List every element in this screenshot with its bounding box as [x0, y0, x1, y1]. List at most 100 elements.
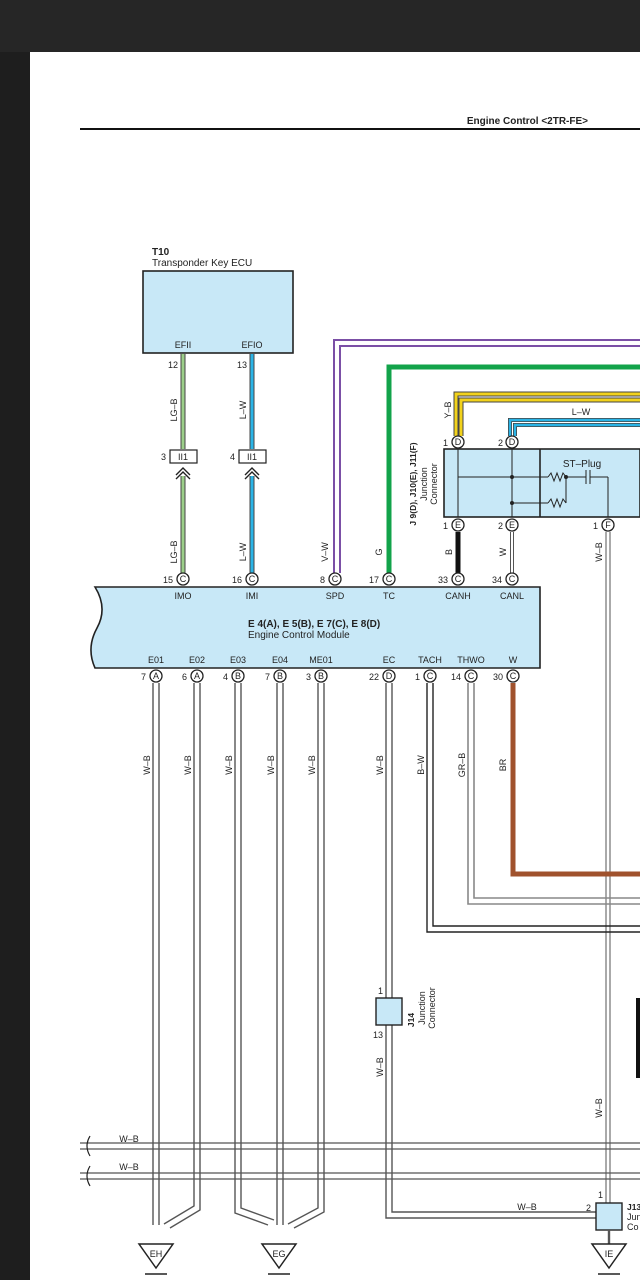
bus-wb-1 — [80, 1142, 640, 1150]
wire-lw-right — [508, 418, 640, 436]
svg-text:A: A — [194, 671, 200, 681]
jconn-node-2 — [510, 501, 514, 505]
j13-line2: Co — [627, 1222, 639, 1232]
wire-vw — [333, 339, 640, 573]
svg-text:E04: E04 — [272, 655, 288, 665]
svg-text:E: E — [509, 520, 515, 530]
svg-text:C: C — [509, 574, 516, 584]
svg-text:17: 17 — [369, 575, 379, 585]
page-title: Engine Control <2TR-FE> — [467, 116, 588, 127]
ecm-bottom-pin: C 14 THWO — [451, 655, 485, 683]
svg-text:D: D — [509, 437, 516, 447]
jconn-node-1 — [510, 475, 514, 479]
svg-text:C: C — [386, 574, 393, 584]
ii1-connector-a: II1 — [169, 449, 198, 480]
wire-label-wb-j13: W–B — [517, 1202, 537, 1212]
svg-text:C: C — [427, 671, 434, 681]
t10-pin2-name: EFIO — [241, 340, 262, 350]
ground-eh: EH — [137, 1243, 175, 1275]
svg-text:THWO: THWO — [457, 655, 485, 665]
wire-label-bw: B–W — [416, 755, 426, 775]
jconn-bot2-no: 2 — [498, 521, 503, 531]
jconn-ids: J 9(D), J10(E), J11(F) — [408, 442, 418, 525]
svg-text:C: C — [332, 574, 339, 584]
wire-label-yb: Y–B — [443, 401, 453, 418]
svg-text:34: 34 — [492, 575, 502, 585]
t10-box — [142, 270, 294, 354]
wire-label-wb-me01: W–B — [307, 755, 317, 775]
wire-wb-grounds — [152, 683, 325, 1229]
jconn-bot3-no: 1 — [593, 521, 598, 531]
t10-pin1-no: 12 — [168, 360, 178, 370]
right-edge-marker — [636, 998, 640, 1078]
jconn-bot1-no: 1 — [443, 521, 448, 531]
svg-text:C: C — [180, 574, 187, 584]
svg-text:IMO: IMO — [175, 591, 192, 601]
ecm-top-pin: C 17 TC — [369, 572, 396, 601]
ecm-top-pin: C 16 IMI — [232, 572, 259, 601]
svg-text:7: 7 — [141, 672, 146, 682]
jconn-pin-bot3: F — [601, 518, 615, 532]
j14-line1: Junction — [417, 991, 427, 1025]
ecm-bottom-pin: B 3 ME01 — [306, 655, 333, 683]
ecm-top-pin: C 8 SPD — [320, 572, 345, 601]
ecm-bottom-pins: A 7 E01 A 6 E02 B 4 E03 B 7 E04 B 3 ME01 — [141, 655, 520, 683]
wire-label-vw: V–W — [320, 542, 330, 562]
svg-text:1: 1 — [415, 672, 420, 682]
svg-text:C: C — [455, 574, 462, 584]
svg-text:CANL: CANL — [500, 591, 524, 601]
svg-text:15: 15 — [163, 575, 173, 585]
svg-text:II1: II1 — [178, 452, 188, 462]
ecm-bottom-pin: B 4 E03 — [223, 655, 246, 683]
wire-label-wb-e03: W–B — [224, 755, 234, 775]
wire-br — [510, 683, 640, 877]
svg-text:EH: EH — [150, 1249, 163, 1259]
svg-text:B: B — [318, 671, 324, 681]
j13-line1: Jun — [627, 1212, 640, 1222]
jconn-pin-top2: D — [505, 435, 519, 449]
ii1-pin-a: 3 — [161, 452, 166, 462]
ecm-bottom-pin: C 30 W — [493, 655, 520, 683]
jconn-pin-top1: D — [451, 435, 465, 449]
svg-text:F: F — [605, 520, 611, 530]
wire-label-bus2: W–B — [119, 1162, 139, 1172]
bus-break-2 — [86, 1165, 91, 1187]
j14-id: J14 — [406, 1013, 416, 1027]
wire-label-w: W — [498, 547, 508, 556]
j13-pin-left: 2 — [586, 1203, 591, 1213]
j14-box — [375, 997, 403, 1026]
ecm-box — [90, 586, 541, 669]
wire-label-wb-e04: W–B — [266, 755, 276, 775]
svg-text:A: A — [153, 671, 159, 681]
jconn-pin-bot2: E — [505, 518, 519, 532]
svg-text:D: D — [386, 671, 393, 681]
ecm-top-pin: C 33 CANH — [438, 572, 471, 601]
jconn-line2: Connector — [429, 463, 439, 505]
wire-label-wb-ec: W–B — [375, 755, 385, 775]
wire-label-lw-right: L–W — [572, 407, 591, 417]
svg-text:SPD: SPD — [326, 591, 345, 601]
t10-name: Transponder Key ECU — [152, 258, 252, 269]
ecm-top-pins: C 15 IMO C 16 IMI C 8 SPD C 17 TC C 33 C… — [163, 572, 524, 601]
wire-label-g: G — [374, 548, 384, 555]
svg-text:CANH: CANH — [445, 591, 471, 601]
j13-id: J13 — [627, 1202, 640, 1212]
ecm-top-pin: C 34 CANL — [492, 572, 524, 601]
j13-pin-top: 1 — [598, 1190, 603, 1200]
wire-label-bus1: W–B — [119, 1134, 139, 1144]
svg-text:TACH: TACH — [418, 655, 442, 665]
ecm-bottom-pin: B 7 E04 — [265, 655, 288, 683]
j14-pin-bottom: 13 — [373, 1030, 383, 1040]
ecm-ids: E 4(A), E 5(B), E 7(C), E 8(D) — [248, 619, 380, 630]
wire-grb — [467, 683, 640, 905]
ecm-bottom-pin: D 22 EC — [369, 655, 396, 683]
svg-text:B: B — [277, 671, 283, 681]
ground-eg: EG — [260, 1243, 298, 1275]
svg-text:33: 33 — [438, 575, 448, 585]
t10-id: T10 — [152, 247, 170, 258]
jconn-box — [443, 448, 640, 518]
wiring-diagram: Engine Control <2TR-FE> T10 Transponder … — [80, 116, 640, 1275]
jconn-top1-no: 1 — [443, 438, 448, 448]
svg-text:II1: II1 — [247, 452, 257, 462]
svg-text:D: D — [455, 437, 462, 447]
